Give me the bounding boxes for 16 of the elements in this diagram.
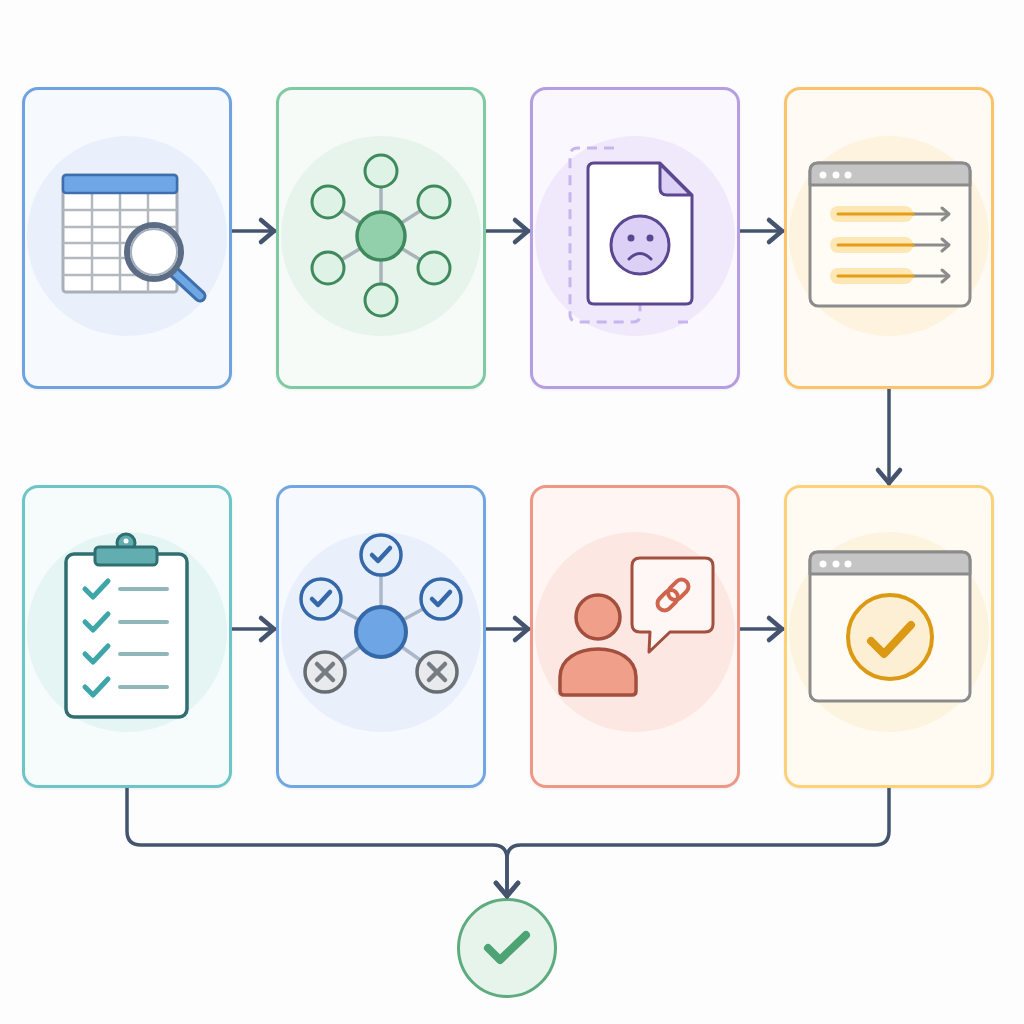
step-card [784,485,994,788]
step-card [22,87,232,389]
step-card [530,87,740,389]
step-card [530,485,740,788]
arrow [232,615,277,643]
arrow [232,217,277,245]
arrow [486,217,531,245]
arrow [486,615,531,643]
step-card [22,485,232,788]
step-card [276,87,486,389]
arrow [740,615,785,643]
arrow [740,217,785,245]
step-card [784,87,994,389]
arrow [493,788,891,899]
step-card [276,485,486,788]
arrow [875,389,903,486]
